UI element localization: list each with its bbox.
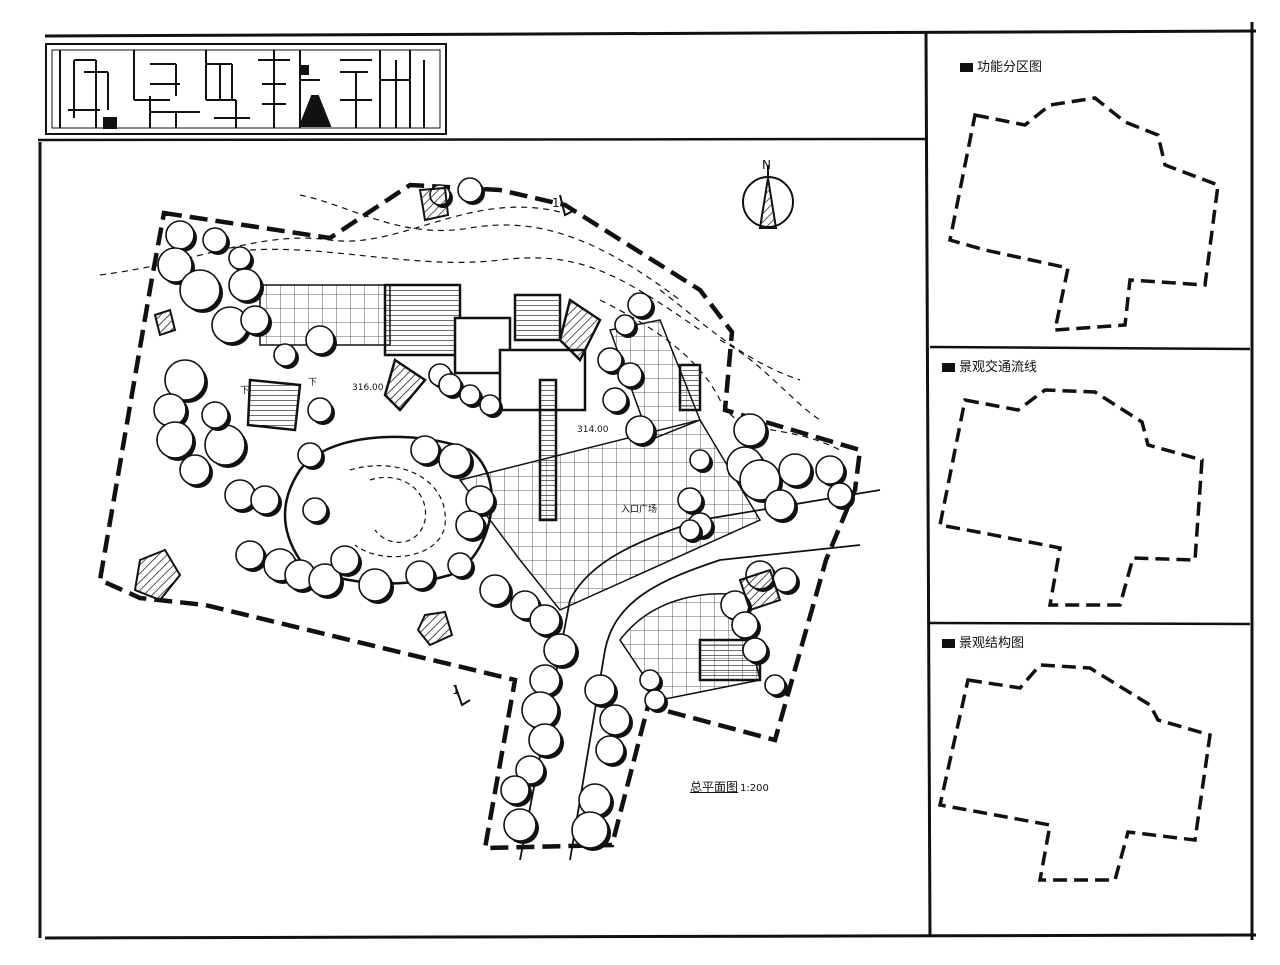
panel-label-text: 功能分区图	[977, 60, 1043, 75]
tree-canopy	[235, 540, 265, 570]
tree-canopy	[602, 387, 628, 413]
tree-canopy	[202, 227, 228, 253]
tree-canopy	[201, 401, 229, 429]
tree-canopy	[228, 246, 252, 270]
tree-canopy	[447, 552, 473, 578]
tree-canopy	[204, 424, 246, 466]
tree-canopy	[457, 177, 483, 203]
tree-canopy	[330, 545, 360, 575]
tree-canopy	[405, 560, 435, 590]
tree-canopy	[827, 482, 853, 508]
buildings	[246, 283, 762, 682]
tree-canopy	[250, 485, 280, 515]
evergreen-symbols	[133, 186, 782, 647]
tree-canopy	[739, 459, 781, 501]
tree-canopy	[500, 775, 530, 805]
tree-canopy	[228, 268, 262, 302]
tree-canopy	[543, 633, 577, 667]
tree-canopy	[742, 637, 768, 663]
tree-canopy	[617, 362, 643, 388]
tree-canopy	[515, 755, 545, 785]
tree-canopy	[157, 247, 193, 283]
tree-canopy	[644, 689, 666, 711]
tree-canopy	[459, 384, 481, 406]
tree-canopy	[584, 674, 616, 706]
down-label: 下	[308, 378, 318, 388]
tree-canopies	[153, 177, 855, 851]
tree-canopy	[165, 220, 195, 250]
tree-canopy	[302, 497, 328, 523]
tree-canopy	[677, 487, 703, 513]
tree-canopy	[273, 343, 297, 367]
tree-canopy	[625, 415, 655, 445]
tree-canopy	[164, 359, 206, 401]
sheet-frame	[37, 22, 1257, 940]
entrance-label: 入口广场	[621, 505, 658, 515]
panel-label-circulation: 景观交通流线	[942, 356, 1037, 375]
tree-canopy	[438, 443, 472, 477]
panel-label-text: 景观交通流线	[959, 360, 1038, 375]
north-label: N	[762, 158, 771, 172]
tree-canopy	[479, 574, 511, 606]
tree-canopy	[521, 691, 559, 729]
tree-canopy	[764, 674, 786, 696]
plan-title-text: 总平面图	[690, 780, 739, 794]
tree-canopy	[571, 811, 609, 849]
north-arrow-icon	[742, 165, 794, 229]
tree-canopy	[529, 604, 561, 636]
tree-canopy	[689, 449, 711, 471]
tree-canopy	[595, 735, 625, 765]
legend-square-icon	[960, 63, 973, 72]
tree-canopy	[639, 669, 661, 691]
tree-canopy	[308, 563, 342, 597]
tree-canopy	[731, 611, 759, 639]
tree-canopy	[597, 347, 623, 373]
tree-canopy	[179, 269, 221, 311]
tree-canopy	[614, 314, 636, 336]
panel-label-function: 功能分区图	[960, 56, 1042, 75]
elevation-label: 316.00	[352, 383, 384, 393]
tree-canopy	[733, 413, 767, 447]
legend-square-icon	[942, 639, 955, 648]
tree-canopy	[153, 393, 187, 427]
tree-canopy	[307, 397, 333, 423]
tree-canopy	[438, 373, 462, 397]
tree-canopy	[297, 442, 323, 468]
tree-canopy	[224, 479, 256, 511]
tree-canopy	[503, 808, 537, 842]
tree-canopy	[778, 453, 812, 487]
tree-canopy	[528, 723, 562, 757]
tree-canopy	[679, 519, 701, 541]
tree-canopy	[479, 394, 501, 416]
legend-square-icon	[942, 363, 955, 372]
panel-label-text: 景观结构图	[959, 636, 1025, 651]
elevation-label: 314.00	[577, 425, 609, 435]
tree-canopy	[764, 489, 796, 521]
tree-canopy	[410, 435, 440, 465]
tree-canopy	[815, 455, 845, 485]
section-marks	[454, 194, 576, 707]
down-label: 下	[240, 386, 250, 396]
tree-canopy	[358, 568, 392, 602]
tree-canopy	[578, 783, 612, 817]
tree-canopy	[627, 292, 653, 318]
tree-canopy	[156, 421, 194, 459]
tree-canopy	[179, 454, 211, 486]
tree-canopy	[465, 485, 495, 515]
tree-canopy	[529, 664, 561, 696]
site-boundary	[97, 182, 863, 851]
panel-label-structure: 景观结构图	[942, 632, 1024, 651]
section-mark-bottom: 1	[452, 683, 460, 697]
tree-canopy	[240, 305, 270, 335]
plan-scale: 1:200	[740, 783, 769, 794]
tree-canopy	[455, 510, 485, 540]
panel-outlines	[937, 96, 1220, 882]
tree-canopy	[599, 704, 631, 736]
title-logotype	[45, 43, 447, 135]
tree-canopy	[305, 325, 335, 355]
section-mark-top: 1	[552, 196, 560, 210]
